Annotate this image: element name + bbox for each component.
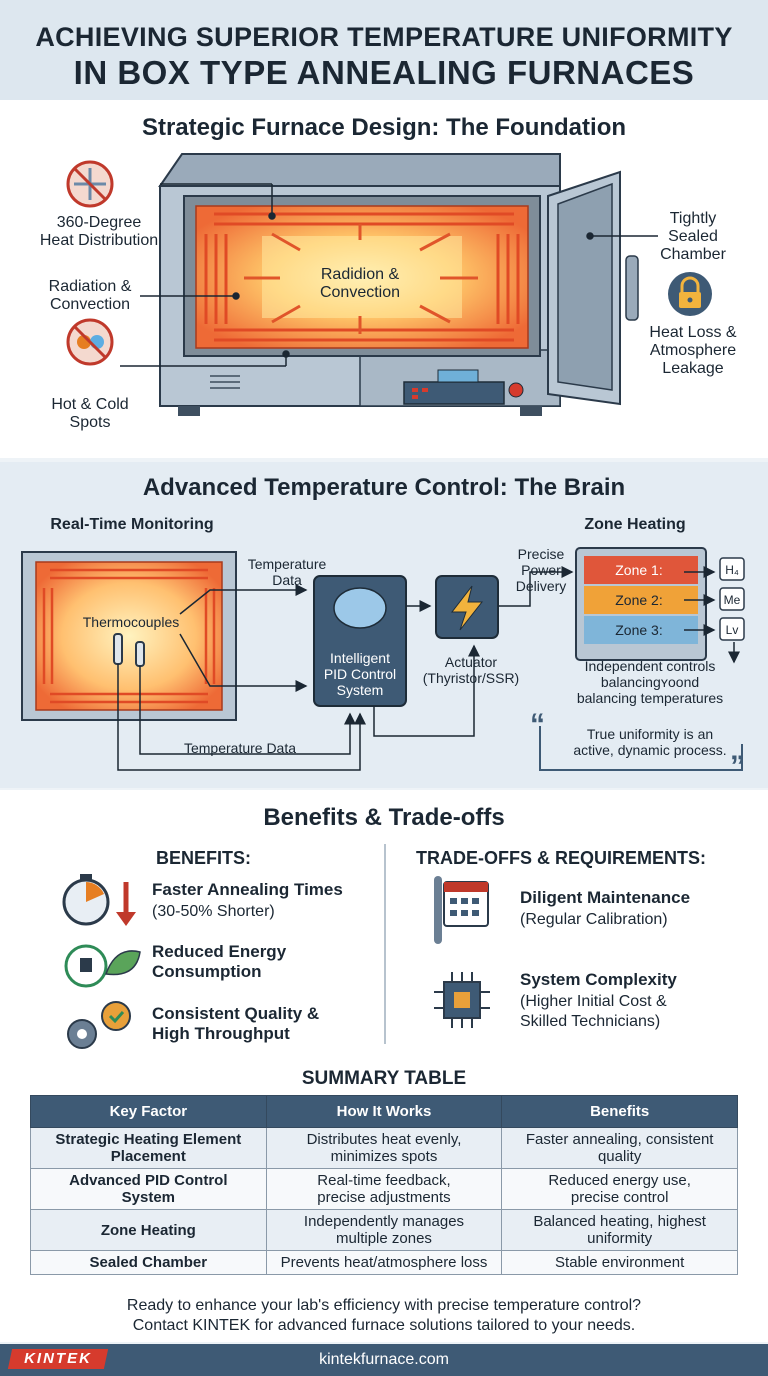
label-actuator: Actuator (Thyristor/SSR) [422,654,520,686]
section-furnace-design: Strategic Furnace Design: The Foundation [0,100,768,458]
footer-bar: KINTEK kintekfurnace.com [0,1344,768,1376]
zone-3-tag: Lv [725,623,739,637]
section-temperature-control: Advanced Temperature Control: The Brain … [0,462,768,788]
zone-3-label: Zone 3: [615,622,663,638]
brand-logo: KINTEK [24,1350,92,1367]
cta-line2: Contact KINTEK for advanced furnace solu… [132,1317,636,1334]
label-independent-controls: Independent controls balancingʏoond bala… [576,658,724,706]
benefit-icons [62,874,490,1049]
call-to-action: Ready to enhance your lab's efficiency w… [0,1296,768,1336]
benefits-heading: BENEFITS: [156,848,252,868]
summary-title: SUMMARY TABLE [301,1068,467,1089]
label-heat-loss: Heat Loss & Atmosphere Leakage [649,324,737,377]
hot-cold-spots-icon [66,318,114,366]
benefit-1-title: Faster Annealing Times [152,880,343,899]
benefit-3-title: Consistent Quality & High Throughput [152,1004,320,1043]
label-precise-power: Precise Power Delivery [515,546,567,594]
quote-open: “ [530,708,545,741]
table-row: Advanced PID Control System Real-time fe… [30,1168,738,1210]
table-cell: Zone Heating [30,1209,267,1251]
label-hot-cold-spots: Hot & Cold Spots [51,396,129,431]
summary-header-key-factor: Key Factor [30,1095,267,1128]
tradeoff-2-title: System Complexity [520,970,677,989]
control-flow-diagram [21,547,745,771]
energy-plug-leaf-icon [64,944,141,988]
benefit-1-sub: (30-50% Shorter) [152,903,275,920]
table-cell: Real-time feedback, precise adjustments [265,1168,503,1210]
table-cell: Stable environment [501,1250,738,1275]
zone-2-label: Zone 2: [615,592,663,608]
label-temperature-data-top: Temperature Data [247,556,327,588]
lock-icon [668,272,712,316]
tradeoffs-heading: TRADE-OFFS & REQUIREMENTS: [416,848,706,868]
heat-distribution-icon [66,160,114,208]
table-cell: Sealed Chamber [30,1250,267,1275]
table-cell: Prevents heat/atmosphere loss [265,1250,503,1275]
table-cell: Reduced energy use, precise control [501,1168,738,1210]
circuit-chip-icon [434,972,490,1028]
table-cell: Independently manages multiple zones [265,1209,503,1251]
label-center-radiation: Radidion & Convection [319,266,401,301]
summary-header-benefits: Benefits [501,1095,738,1128]
footer-url[interactable]: kintekfurnace.com [319,1351,449,1368]
label-realtime-monitoring: Real-Time Monitoring [50,516,214,533]
table-cell: Advanced PID Control System [30,1168,267,1210]
label-thermocouples: Thermocouples [82,614,180,630]
table-cell: Faster annealing, consistent quality [501,1127,738,1169]
table-row: Sealed Chamber Prevents heat/atmosphere … [30,1250,738,1275]
table-cell: Distributes heat evenly, minimizes spots [265,1127,503,1169]
section-title-design: Strategic Furnace Design: The Foundation [141,114,627,141]
zone-2-tag: Me [723,593,741,607]
column-divider [384,844,386,1044]
table-cell: Strategic Heating Element Placement [30,1127,267,1169]
zone-1-label: Zone 1: [615,562,663,578]
gears-check-icon [67,1001,131,1049]
zone-1-tag: H₄ [725,563,739,577]
label-radiation-convection: Radiation & Convection [48,278,132,313]
summary-table: Key Factor How It Works Benefits Strateg… [30,1095,738,1275]
table-row: Zone Heating Independently manages multi… [30,1209,738,1251]
benefit-2-title: Reduced Energy Consumption [152,942,287,981]
label-zone-heating: Zone Heating [584,516,686,533]
table-row: Strategic Heating Element Placement Dist… [30,1127,738,1169]
table-cell: Balanced heating, highest uniformity [501,1209,738,1251]
header-banner: ACHIEVING SUPERIOR TEMPERATURE UNIFORMIT… [0,0,768,100]
quote-close: ” [730,750,745,783]
tradeoff-1-sub: (Regular Calibration) [520,911,668,928]
wrench-calendar-icon [434,876,489,944]
label-360-heat: 360-Degree Heat Distribution [39,214,159,249]
furnace-illustration [66,153,712,416]
summary-header-how: How It Works [265,1095,503,1128]
stopwatch-icon [62,874,136,926]
cta-line1: Ready to enhance your lab's efficiency w… [126,1297,642,1314]
tradeoff-1-title: Diligent Maintenance [520,888,691,907]
label-pid-system: Intelligent PID Control System [323,650,397,698]
quote-text: True uniformity is an active, dynamic pr… [573,726,727,758]
section-title-benefits: Benefits & Trade-offs [263,804,505,831]
page-title-line2: IN BOX TYPE ANNEALING FURNACES [73,54,695,91]
tradeoff-2-sub: (Higher Initial Cost & Skilled Technicia… [520,993,667,1030]
page-title-line1: ACHIEVING SUPERIOR TEMPERATURE UNIFORMIT… [35,22,733,52]
label-temperature-data-bottom: Temperature Data [183,740,297,756]
section-title-control: Advanced Temperature Control: The Brain [142,474,626,501]
label-sealed-chamber: Tightly Sealed Chamber [660,210,726,263]
